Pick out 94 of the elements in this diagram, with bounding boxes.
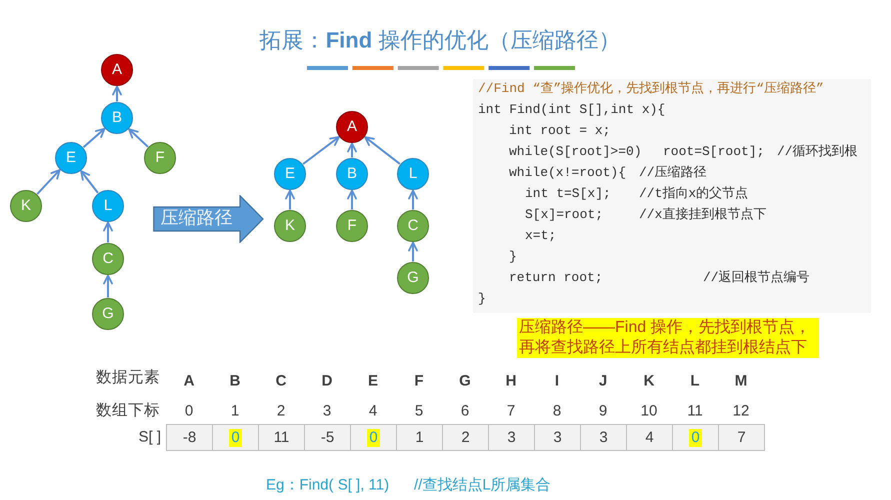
tree-node: G bbox=[92, 298, 124, 330]
index-number: 7 bbox=[506, 402, 516, 420]
tree-node: B bbox=[101, 102, 133, 134]
code-comment: //t指向x的父节点 bbox=[639, 185, 748, 203]
column-letter: G bbox=[459, 372, 471, 390]
table-cell: -8 bbox=[166, 424, 213, 451]
arrow bbox=[347, 190, 357, 210]
highlighted-value: 0 bbox=[689, 429, 702, 448]
index-number: 5 bbox=[414, 402, 424, 420]
tree-node: A bbox=[101, 54, 133, 86]
index-number: 0 bbox=[184, 402, 194, 420]
table-cell: 7 bbox=[718, 424, 765, 451]
code-line: while(S[root]>=0) bbox=[509, 143, 642, 161]
arrow bbox=[408, 242, 418, 262]
code-line: int Find(int S[],int x){ bbox=[478, 101, 666, 119]
tree-node: F bbox=[336, 210, 368, 242]
column-letter: A bbox=[184, 372, 194, 390]
row-label: 数组下标 bbox=[96, 402, 160, 420]
arrow bbox=[347, 142, 357, 158]
arrow bbox=[364, 136, 401, 165]
arrow bbox=[128, 128, 149, 148]
column-letter: E bbox=[368, 372, 378, 390]
code-line: while(x!=root){ bbox=[509, 164, 626, 182]
title: 拓展：Find 操作的优化（压缩路径） bbox=[260, 27, 620, 53]
highlighted-value: 0 bbox=[367, 429, 380, 448]
arrow bbox=[80, 170, 99, 194]
column-letter: L bbox=[690, 372, 700, 390]
column-letter: J bbox=[598, 372, 608, 390]
index-number: 12 bbox=[732, 402, 750, 420]
tree-node: C bbox=[92, 243, 124, 275]
index-number: 3 bbox=[322, 402, 332, 420]
code-comment: //查找结点L所属集合 bbox=[414, 476, 551, 494]
arrow-label: 压缩路径 bbox=[160, 208, 232, 230]
arrow bbox=[112, 86, 122, 102]
column-letter: D bbox=[322, 372, 332, 390]
arrow bbox=[408, 190, 418, 210]
code-line: } bbox=[478, 290, 486, 308]
code-line: root=S[root]; bbox=[663, 143, 764, 161]
index-number: 6 bbox=[460, 402, 470, 420]
example-call: Eg：Find( S[ ], 11) bbox=[266, 476, 390, 494]
table-cell: 3 bbox=[580, 424, 627, 451]
tree-node: A bbox=[336, 111, 368, 143]
table-cell: 3 bbox=[534, 424, 581, 451]
column-letter: B bbox=[230, 372, 240, 390]
row-label: S[ ] bbox=[138, 428, 161, 446]
index-number: 11 bbox=[687, 402, 703, 420]
tree-node: K bbox=[274, 210, 306, 242]
column-letter: C bbox=[276, 372, 286, 390]
code-line: S[x]=root; bbox=[525, 206, 604, 224]
column-letter: I bbox=[554, 372, 560, 390]
code-comment: //Find “查”操作优化，先找到根节点，再进行“压缩路径” bbox=[478, 80, 824, 98]
table-cell: 4 bbox=[626, 424, 673, 451]
highlighted-value: 0 bbox=[229, 429, 242, 448]
index-number: 8 bbox=[552, 402, 562, 420]
column-letter: M bbox=[734, 372, 748, 390]
code-comment: //x直接挂到根节点下 bbox=[639, 206, 766, 224]
code-comment: //循环找到根 bbox=[777, 143, 858, 161]
index-number: 2 bbox=[276, 402, 286, 420]
tree-node: C bbox=[397, 210, 429, 242]
index-number: 1 bbox=[230, 402, 240, 420]
tree-node: L bbox=[397, 158, 429, 190]
arrow bbox=[285, 190, 295, 210]
table-cell: 2 bbox=[442, 424, 489, 451]
arrow bbox=[103, 222, 113, 242]
index-number: 4 bbox=[368, 402, 378, 420]
code-line: x=t; bbox=[525, 227, 556, 245]
table-cell: -5 bbox=[304, 424, 351, 451]
tree-node: E bbox=[274, 158, 306, 190]
code-line: return root; bbox=[509, 269, 603, 287]
tree-node: E bbox=[55, 142, 87, 174]
row-label: 数据元素 bbox=[96, 369, 160, 387]
tree-node: F bbox=[144, 142, 176, 174]
tree-node: L bbox=[92, 190, 124, 222]
arrow bbox=[302, 136, 340, 165]
code-line: } bbox=[509, 248, 517, 266]
tree-node: G bbox=[397, 262, 429, 294]
code-line: int root = x; bbox=[509, 122, 610, 140]
index-number: 9 bbox=[598, 402, 608, 420]
highlighted-note: 压缩路径——Find 操作，先找到根节点，再将查找路径上所有结点都挂到根结点下 bbox=[517, 318, 819, 358]
table-cell: 11 bbox=[258, 424, 305, 451]
column-letter: H bbox=[506, 372, 516, 390]
code-line: int t=S[x]; bbox=[525, 185, 611, 203]
table-cell: 3 bbox=[488, 424, 535, 451]
index-number: 10 bbox=[640, 402, 658, 420]
arrow bbox=[82, 128, 106, 148]
column-letter: F bbox=[414, 372, 424, 390]
table-cell: 1 bbox=[396, 424, 443, 451]
code-comment: //返回根节点编号 bbox=[703, 269, 810, 287]
code-comment: //压缩路径 bbox=[639, 164, 707, 182]
arrow bbox=[103, 274, 113, 298]
tree-node: K bbox=[10, 190, 42, 222]
tree-node: B bbox=[336, 158, 368, 190]
column-letter: K bbox=[644, 372, 654, 390]
arrow bbox=[36, 169, 61, 195]
